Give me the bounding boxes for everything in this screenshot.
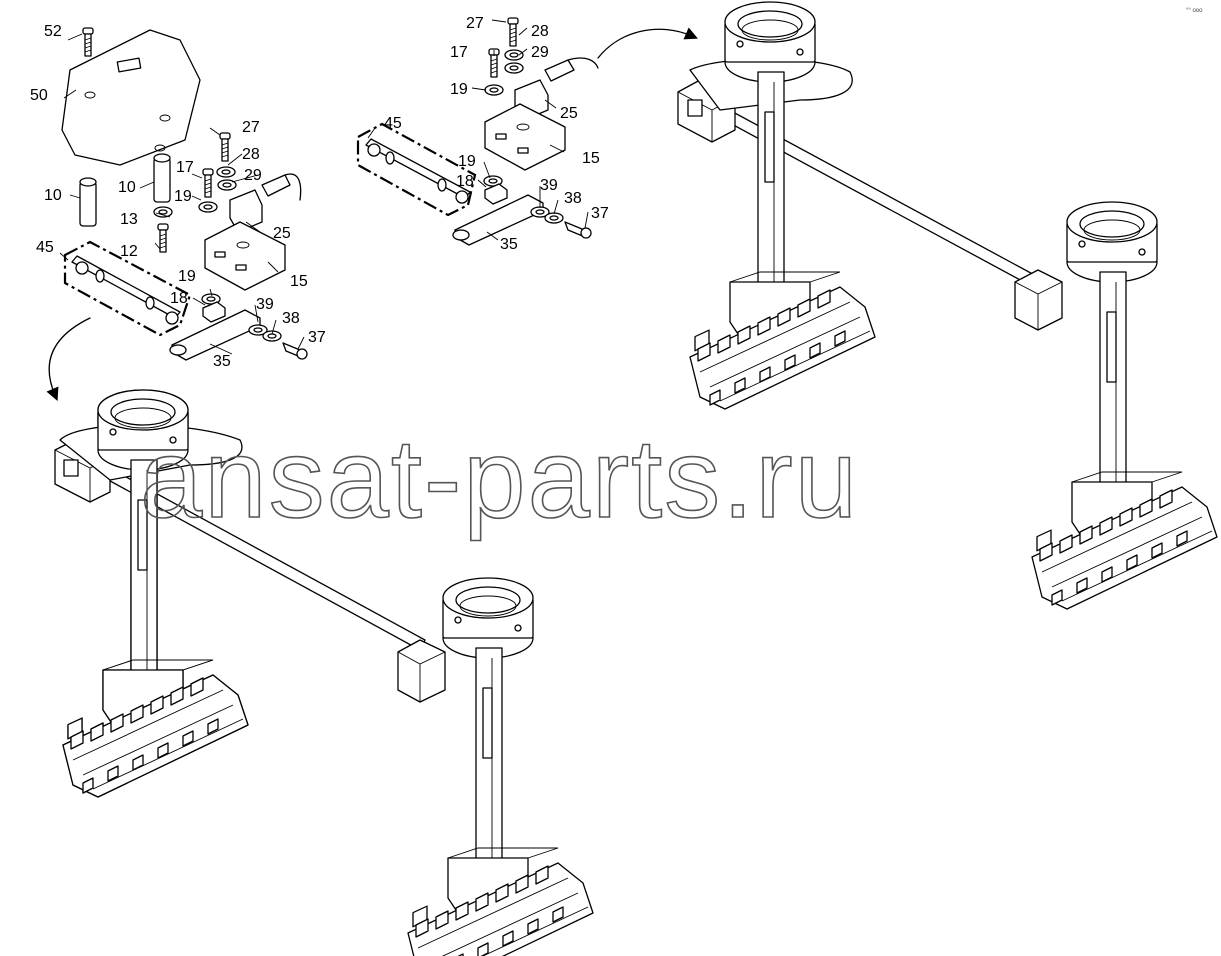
callout-15: 15 xyxy=(582,150,600,167)
corner-mark: °° ooo xyxy=(1186,8,1203,14)
detail-left xyxy=(59,27,308,361)
callout-17: 17 xyxy=(450,44,468,61)
callout-28: 28 xyxy=(242,146,260,163)
callout-19: 19 xyxy=(178,268,196,285)
lower-assembly xyxy=(54,390,593,956)
callout-38: 38 xyxy=(282,310,300,327)
callout-39: 39 xyxy=(256,296,274,313)
callout-28: 28 xyxy=(531,23,549,40)
callout-25: 25 xyxy=(273,225,291,242)
callout-10: 10 xyxy=(44,187,62,204)
callout-25: 25 xyxy=(560,105,578,122)
callout-18: 18 xyxy=(170,290,188,307)
callout-29: 29 xyxy=(244,167,262,184)
callouts-right: 27 28 17 29 19 25 45 15 19 18 39 38 37 3… xyxy=(384,15,609,253)
callouts-left: 52 50 10 10 17 27 28 29 19 13 12 25 45 1… xyxy=(30,23,326,370)
callout-13: 13 xyxy=(120,211,138,228)
callout-52: 52 xyxy=(44,23,62,40)
callout-37: 37 xyxy=(308,329,326,346)
callout-27: 27 xyxy=(466,15,484,32)
callout-45: 45 xyxy=(36,239,54,256)
callout-27: 27 xyxy=(242,119,260,136)
callout-39: 39 xyxy=(540,177,558,194)
callout-19: 19 xyxy=(174,188,192,205)
callout-38: 38 xyxy=(564,190,582,207)
callout-35: 35 xyxy=(213,353,231,370)
callout-17: 17 xyxy=(176,159,194,176)
callout-15: 15 xyxy=(290,273,308,290)
callout-45: 45 xyxy=(384,115,402,132)
watermark: ansat-parts.ru xyxy=(140,416,859,541)
callout-50: 50 xyxy=(30,87,48,104)
arrow-curved-icon xyxy=(597,27,698,59)
upper-assembly xyxy=(677,2,1217,609)
callout-12: 12 xyxy=(120,243,138,260)
detail-right xyxy=(356,17,599,246)
callout-29: 29 xyxy=(531,44,549,61)
arrow-curved-icon xyxy=(46,317,91,401)
callout-10: 10 xyxy=(118,179,136,196)
callout-35: 35 xyxy=(500,236,518,253)
callout-19: 19 xyxy=(450,81,468,98)
callout-37: 37 xyxy=(591,205,609,222)
callout-18: 18 xyxy=(456,173,474,190)
callout-19: 19 xyxy=(458,153,476,170)
